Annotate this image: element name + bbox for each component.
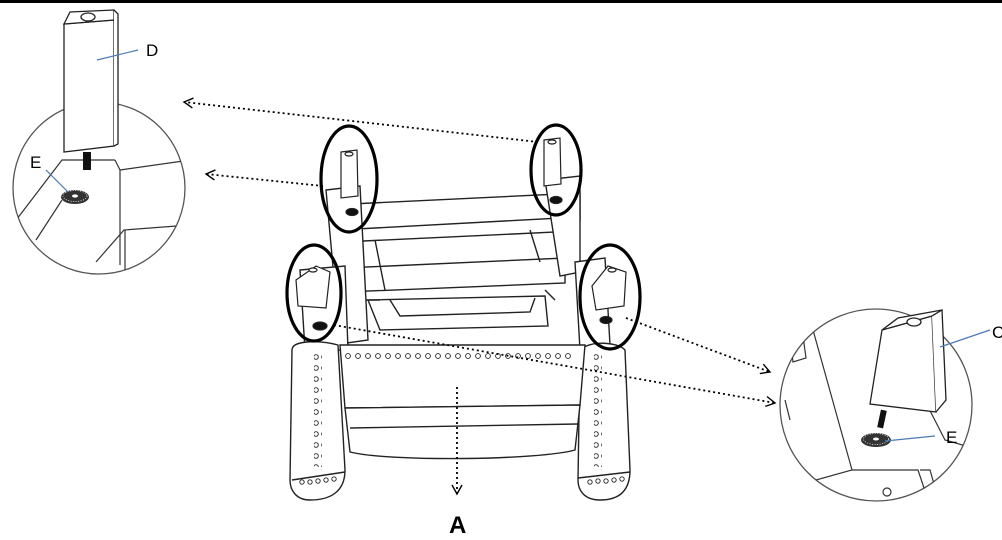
leg-c-detail (869, 308, 947, 413)
detail-circle-right (779, 308, 991, 502)
nailhead-row-right-bottom (587, 476, 625, 485)
leg-front-right (591, 265, 627, 325)
nailhead-row-left-bottom (299, 476, 337, 485)
highlight-front-left (285, 243, 343, 343)
label-e-right: E (946, 428, 957, 447)
nailhead-trim (299, 352, 625, 485)
label-e-left: E (30, 153, 41, 172)
leg-d-detail (62, 9, 119, 153)
arrow-front-right-to-right-detail (625, 317, 772, 375)
nailhead-row-right-arm (594, 352, 602, 467)
leg-highlight-ovals (285, 123, 642, 351)
leg-front-left (295, 265, 331, 331)
leg-back-left (340, 149, 359, 217)
highlight-back-right (529, 123, 583, 217)
arrow-back-left-to-left-detail (204, 169, 324, 187)
leg-back-right (543, 137, 563, 205)
t-nut-e-detail-left (61, 190, 89, 204)
sofa-legs (295, 137, 627, 331)
arrow-back-right-to-left-detail (182, 97, 539, 143)
label-d: D (146, 41, 158, 60)
dotted-arrows (182, 97, 777, 496)
highlight-front-right (578, 243, 642, 351)
detail-circle-left (12, 9, 186, 275)
label-c: C (992, 323, 1002, 342)
highlight-back-left (319, 124, 379, 234)
nailhead-row-left-arm (314, 352, 322, 467)
t-nut-e-detail-right (861, 433, 891, 447)
label-a: A (449, 512, 466, 539)
sofa-underside (289, 175, 631, 501)
nailhead-row-front (345, 353, 571, 359)
